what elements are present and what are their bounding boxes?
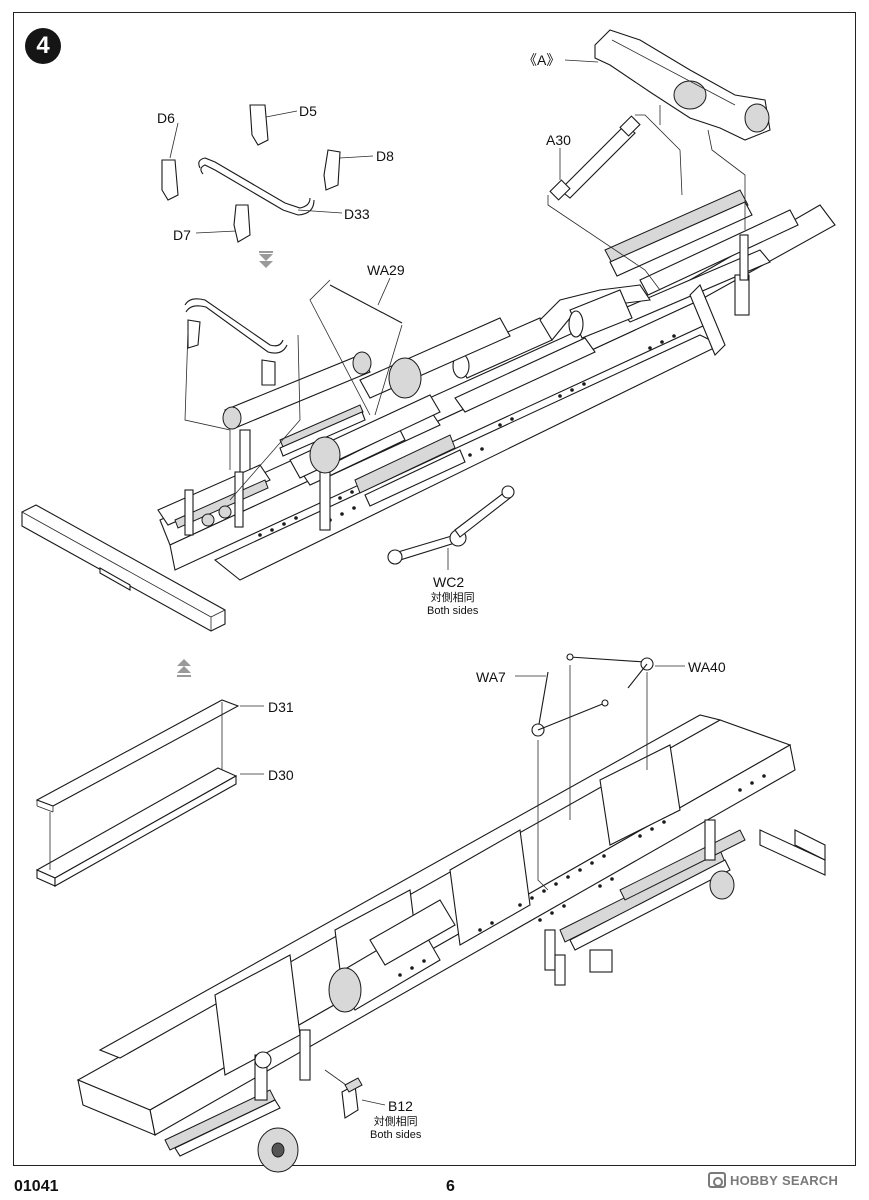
note-b12: 対側相同 Both sides bbox=[370, 1116, 421, 1142]
label-part-a: 《A》 bbox=[523, 52, 561, 68]
label-d30: D30 bbox=[268, 767, 294, 783]
wa29-rod bbox=[329, 284, 403, 324]
watermark: HOBBY SEARCH bbox=[708, 1169, 838, 1191]
loose-link-group bbox=[184, 298, 288, 386]
label-d5: D5 bbox=[299, 103, 317, 119]
wc2-links bbox=[387, 485, 515, 565]
top-leader-lines bbox=[169, 59, 746, 570]
label-d33: D33 bbox=[344, 206, 370, 222]
wa7-wa40-rods bbox=[531, 653, 654, 737]
label-b12: B12 bbox=[388, 1098, 413, 1114]
a30-rod bbox=[549, 115, 641, 201]
label-wa7: WA7 bbox=[476, 669, 506, 685]
note-b12-cn: 対側相同 bbox=[373, 1116, 418, 1128]
d31-d30-parts bbox=[35, 699, 264, 887]
top-exhaust bbox=[452, 284, 651, 379]
bottom-front-suspension bbox=[164, 1029, 311, 1173]
bottom-rear-suspension bbox=[544, 819, 746, 986]
note-wc2-en: Both sides bbox=[427, 605, 479, 617]
page-frame bbox=[13, 12, 856, 1166]
bottom-leader-lines bbox=[324, 665, 685, 1106]
top-front-suspension bbox=[157, 464, 271, 536]
label-wc2: WC2 bbox=[433, 574, 465, 590]
top-bumper-beam bbox=[21, 504, 226, 632]
label-d6: D6 bbox=[157, 110, 175, 126]
watermark-brand: HOBBY bbox=[730, 1172, 778, 1188]
label-a30: A30 bbox=[546, 132, 571, 148]
part-a-axle bbox=[594, 29, 771, 141]
label-d7: D7 bbox=[173, 227, 191, 243]
d33-sway-bar-group bbox=[161, 104, 341, 243]
bottom-fuel-tank bbox=[328, 899, 456, 1013]
bottom-chassis-drawing bbox=[76, 653, 826, 1173]
label-wa29: WA29 bbox=[367, 262, 405, 278]
hobby-search-logo-icon bbox=[708, 1172, 726, 1188]
label-d8: D8 bbox=[376, 148, 394, 164]
note-wc2-cn: 対側相同 bbox=[430, 592, 475, 604]
top-rear-bogie bbox=[289, 189, 799, 507]
label-wa40: WA40 bbox=[688, 659, 726, 675]
product-code: 01041 bbox=[14, 1178, 59, 1195]
note-wc2: 対側相同 Both sides bbox=[427, 592, 478, 618]
step-number-badge: 4 bbox=[25, 28, 61, 64]
watermark-search: SEARCH bbox=[781, 1172, 839, 1188]
top-front-axle bbox=[222, 351, 406, 531]
b12-bracket bbox=[341, 1077, 363, 1119]
double-up-arrow-icon bbox=[177, 659, 191, 677]
bottom-frame-holes bbox=[398, 774, 766, 977]
label-d31: D31 bbox=[268, 699, 294, 715]
top-chassis-drawing bbox=[21, 29, 836, 632]
double-down-arrow-icon bbox=[259, 251, 273, 268]
page-number: 6 bbox=[446, 1178, 455, 1195]
note-b12-en: Both sides bbox=[370, 1129, 422, 1141]
